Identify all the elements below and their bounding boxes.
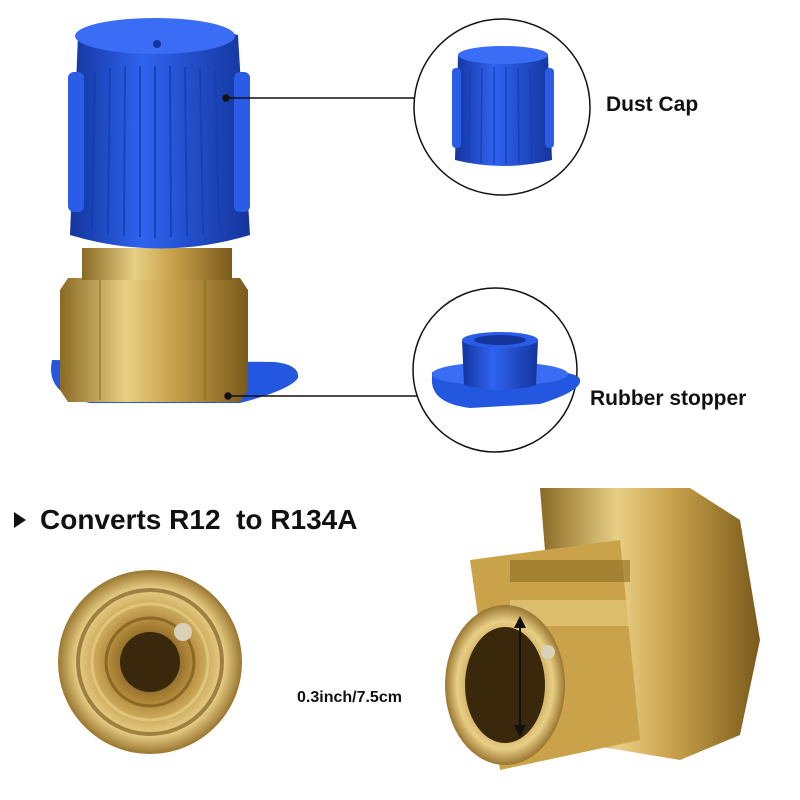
dimension-label: 0.3inch/7.5cm [297, 689, 402, 706]
callout-lines [222, 94, 418, 400]
headline: Converts R12 to R134A [14, 504, 357, 536]
dust-cap-label: Dust Cap [606, 93, 699, 116]
dust-cap-detail [413, 18, 591, 196]
rubber-stopper-detail [412, 287, 581, 453]
brass-end-view [58, 570, 242, 754]
blue-cap-body [70, 23, 250, 249]
headline-text: Converts R12 to R134A [40, 504, 358, 535]
brass-neck [82, 248, 232, 280]
rubber-stopper-label: Rubber stopper [590, 387, 747, 410]
triangle-right-icon [14, 512, 26, 528]
hex-nut [60, 278, 248, 402]
main-adapter-with-cap [51, 18, 299, 403]
brass-coupler [445, 488, 760, 770]
